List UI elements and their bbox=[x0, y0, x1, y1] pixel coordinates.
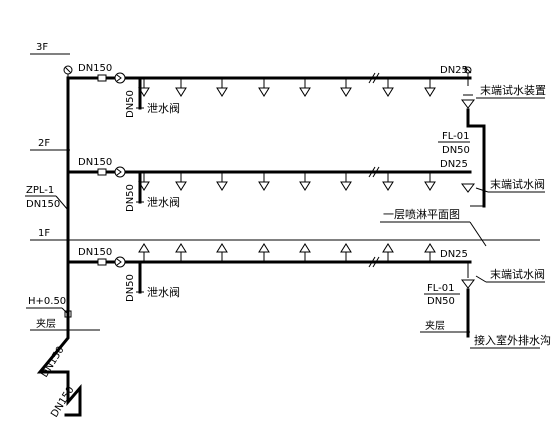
floor-label-3f: 3F bbox=[36, 42, 48, 53]
break-mark-1 bbox=[368, 256, 376, 268]
sprinkler-head-icon bbox=[340, 87, 352, 97]
sprinkler-head-icon bbox=[340, 243, 352, 253]
sprinkler-head-icon bbox=[299, 243, 311, 253]
flow-indicator-icon bbox=[114, 166, 126, 178]
sprinkler-head-icon bbox=[340, 181, 352, 191]
branch-main-dn: DN150 bbox=[78, 247, 112, 258]
drain-dn: DN50 bbox=[125, 274, 136, 302]
riser-flange-icon bbox=[64, 310, 72, 318]
riser-zpl-1: ZPL-1 DN150 H+0.50 DN150 DN150 bbox=[25, 65, 82, 420]
sprinkler-head-icon bbox=[138, 181, 150, 191]
end-test-valve-2f-leader bbox=[475, 187, 489, 193]
fl-1f-dn: DN50 bbox=[427, 296, 455, 307]
drain-dn: DN50 bbox=[125, 90, 136, 118]
sprinkler-head-icon bbox=[382, 181, 394, 191]
branch-end-dn: DN25 bbox=[440, 249, 468, 260]
sprinkler-head-icon bbox=[258, 243, 270, 253]
sprinkler-head-icon bbox=[424, 87, 436, 97]
first-floor-plan-leader bbox=[469, 221, 487, 247]
sprinkler-head-icon bbox=[299, 181, 311, 191]
gate-valve-icon bbox=[97, 258, 107, 266]
break-mark-1 bbox=[368, 166, 376, 178]
end-test-valve-1f-leader bbox=[475, 275, 487, 283]
branch-main-dn: DN150 bbox=[78, 63, 112, 74]
drain-valve-label: 泄水阀 bbox=[147, 195, 180, 209]
riser-base-dn-1: DN150 bbox=[39, 345, 66, 380]
gate-valve-icon bbox=[97, 168, 107, 176]
branch-end-dn: DN25 bbox=[440, 159, 468, 170]
sprinkler-head-icon bbox=[382, 243, 394, 253]
sprinkler-head-icon bbox=[216, 181, 228, 191]
sprinkler-head-icon bbox=[216, 87, 228, 97]
drain-valve-label: 泄水阀 bbox=[147, 101, 180, 115]
sprinkler-head-icon bbox=[175, 181, 187, 191]
flow-indicator-arrow bbox=[116, 168, 122, 176]
floor-label-2f: 2F bbox=[38, 138, 50, 149]
fl-2f-label: FL-01 bbox=[442, 131, 469, 142]
flow-indicator-icon bbox=[114, 256, 126, 268]
branch-main-dn: DN150 bbox=[78, 157, 112, 168]
sprinkler-head-icon bbox=[175, 243, 187, 253]
fl-1f-label: FL-01 bbox=[427, 283, 454, 294]
sprinkler-head-icon bbox=[382, 87, 394, 97]
flow-indicator-arrow bbox=[116, 74, 122, 82]
end-test-valve-1f-label: 末端试水阀 bbox=[490, 267, 545, 281]
flow-indicator-icon bbox=[114, 72, 126, 84]
floor-label-base-right: 夹层 bbox=[425, 319, 445, 332]
end-test-valve-2f: 末端试水阀 一层喷淋平面图 bbox=[380, 177, 545, 247]
floor-label-base: 夹层 bbox=[36, 317, 56, 330]
riser-id: ZPL-1 bbox=[26, 185, 54, 196]
end-test-device-label: 末端试水装置 bbox=[480, 83, 546, 97]
drain-pipe-3f bbox=[466, 108, 486, 208]
end-test-valve-2f-label: 末端试水阀 bbox=[490, 177, 545, 191]
drain-valve-label: 泄水阀 bbox=[147, 285, 180, 299]
riser-dn: DN150 bbox=[26, 199, 60, 210]
sprinkler-head-icon bbox=[299, 87, 311, 97]
break-mark-2 bbox=[372, 256, 380, 268]
gate-valve-icon bbox=[97, 74, 107, 82]
break-mark-2 bbox=[372, 166, 380, 178]
end-test-device-3f: 末端试水装置 FL-01 DN50 bbox=[438, 66, 546, 208]
sprinkler-head-icon bbox=[424, 181, 436, 191]
sprinkler-head-icon bbox=[138, 243, 150, 253]
break-mark-1 bbox=[368, 72, 376, 84]
sprinkler-head-icon bbox=[258, 181, 270, 191]
flow-indicator-arrow bbox=[116, 258, 122, 266]
bottom-note: 接入室外排水沟 bbox=[474, 333, 551, 347]
branch-end-dn: DN25 bbox=[440, 65, 468, 76]
first-floor-plan-label: 一层喷淋平面图 bbox=[383, 208, 460, 221]
sprinkler-head-icon bbox=[424, 243, 436, 253]
fl-2f-dn: DN50 bbox=[442, 145, 470, 156]
floor-markers: 3F 2F 1F 夹层 夹层 bbox=[30, 42, 540, 333]
riser-pipe bbox=[36, 76, 82, 417]
sprinkler-head-icon bbox=[138, 87, 150, 97]
riser-label-leader bbox=[55, 195, 69, 211]
drain-dn: DN50 bbox=[125, 184, 136, 212]
sprinkler-head-icon bbox=[175, 87, 187, 97]
floor-label-1f: 1F bbox=[38, 228, 50, 239]
riser-elevation: H+0.50 bbox=[28, 296, 66, 307]
end-test-valve-1f: 末端试水阀 FL-01 DN50 接入室外排水沟 bbox=[424, 262, 551, 349]
sprinkler-head-icon bbox=[258, 87, 270, 97]
sprinkler-head-icon bbox=[216, 243, 228, 253]
break-mark-2 bbox=[372, 72, 380, 84]
